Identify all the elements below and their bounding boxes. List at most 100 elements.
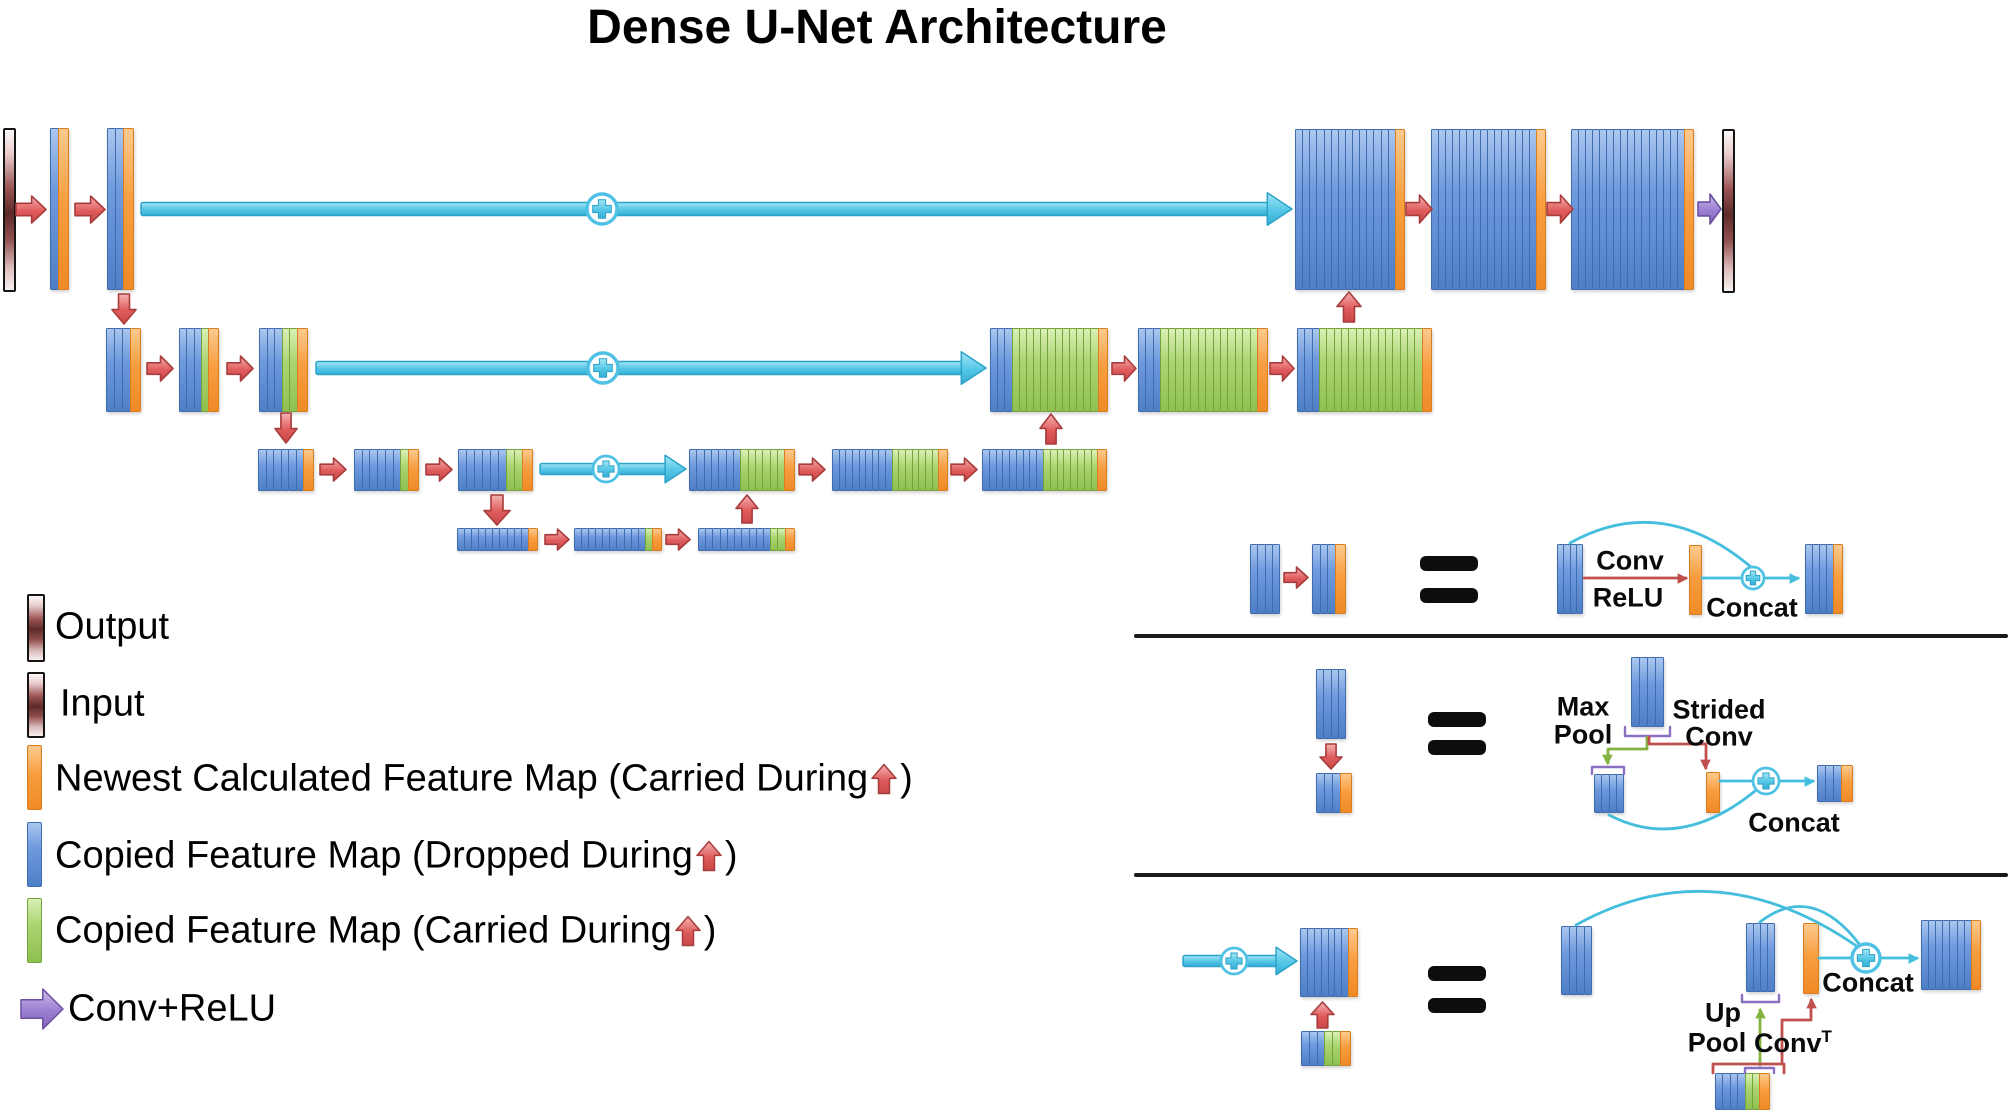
blue-stripe	[1337, 669, 1346, 739]
equals-sign-bar	[1428, 712, 1486, 727]
orange-stripe	[784, 528, 796, 551]
feature-map-block-r4-b2	[574, 528, 663, 551]
orange-stripe	[1348, 928, 1359, 997]
feature-map-block-p2-right-out	[1817, 765, 1853, 802]
orange-stripe	[1832, 544, 1844, 614]
feature-map-block-r2-dec3	[1297, 328, 1433, 412]
feature-map-block-p1-right-out	[1805, 544, 1844, 614]
output-bar	[1722, 129, 1735, 293]
feature-map-block-p2-left-top	[1316, 669, 1346, 739]
legend-label-text: Copied Feature Map (Dropped During	[55, 834, 693, 877]
panel-separator	[1134, 634, 2008, 638]
feature-map-block-r2-enc3	[259, 328, 308, 412]
legend-copied-carried-label: Copied Feature Map (Carried During )	[55, 910, 716, 953]
feature-map-block-r3-enc2	[354, 449, 419, 491]
feature-map-block-r1-dec1	[1295, 129, 1406, 290]
op-label: Concat	[1748, 807, 1840, 838]
orange-stripe	[407, 449, 419, 491]
op-label: Pool	[1553, 719, 1613, 750]
op-label: Conv	[1685, 721, 1753, 752]
feature-map-block-p3-left-result	[1300, 928, 1359, 997]
equals-sign-bar	[1420, 588, 1478, 603]
orange-stripe	[1335, 544, 1347, 614]
legend-label-text: )	[724, 834, 738, 877]
feature-map-block-r4-b3	[698, 528, 796, 551]
feature-map-block-p3-left-lower	[1301, 1031, 1351, 1066]
feature-map-block-p3-right-out	[1921, 920, 1982, 990]
blue-stripe	[1271, 544, 1280, 614]
legend-label-text: Input	[60, 682, 145, 725]
feature-map-block-r3-enc3	[458, 449, 534, 491]
feature-map-block-r2-enc2	[179, 328, 220, 412]
up-arrow-icon	[696, 840, 722, 872]
orange-stripe	[303, 449, 314, 491]
legend-label-text: Copied Feature Map (Carried During	[55, 909, 672, 952]
orange-stripe	[1097, 449, 1108, 491]
orange-stripe	[129, 328, 141, 412]
legend-newest-feature-map-swatch	[27, 745, 42, 810]
orange-stripe	[1097, 328, 1108, 412]
orange-stripe	[784, 449, 796, 491]
legend-conv-relu-label: Conv+ReLU	[68, 988, 276, 1031]
legend-conv-relu-swatch	[20, 988, 64, 1030]
feature-map-block-r2-dec2	[1138, 328, 1268, 412]
orange-stripe	[57, 128, 69, 290]
legend-label-text: )	[900, 757, 913, 800]
orange-stripe	[1536, 129, 1547, 290]
feature-map-block-r2-dec1	[990, 328, 1108, 412]
equals-sign-bar	[1428, 740, 1486, 755]
op-label-sup: T	[1821, 1027, 1832, 1046]
equals-sign-bar	[1420, 556, 1478, 571]
orange-stripe	[1421, 328, 1433, 412]
input-bar	[3, 128, 16, 292]
up-arrow-icon	[871, 763, 897, 795]
legend-output-label: Output	[55, 606, 169, 649]
feature-map-block-p1-left-out	[1312, 544, 1347, 614]
legend-newest-feature-map-label: Newest Calculated Feature Map (Carried D…	[55, 758, 913, 801]
op-label: Concat	[1706, 592, 1798, 623]
feature-map-block-p2-left-bottom	[1316, 773, 1352, 813]
page-title: Dense U-Net Architecture	[587, 1, 1167, 54]
orange-stripe	[1970, 920, 1982, 990]
feature-map-block-r1-dec2	[1431, 129, 1547, 290]
legend-input-swatch	[27, 672, 45, 738]
orange-stripe	[208, 328, 220, 412]
orange-stripe	[1683, 129, 1694, 290]
legend-input-label: Input	[60, 683, 145, 726]
up-arrow-icon	[674, 915, 701, 947]
orange-stripe	[297, 328, 308, 412]
op-label: Conv	[1596, 545, 1664, 576]
feature-map-block-r1-dec3	[1571, 129, 1694, 290]
op-label: ReLU	[1592, 582, 1664, 613]
legend-copied-dropped-label: Copied Feature Map (Dropped During )	[55, 835, 738, 878]
feature-map-block-p3-right-skip	[1561, 926, 1592, 995]
panel-separator	[1134, 873, 2008, 877]
feature-map-block-r2-enc1	[106, 328, 141, 412]
op-label: ConvT	[1754, 1027, 1832, 1058]
legend-copied-dropped-swatch	[27, 822, 42, 887]
orange-stripe	[1841, 765, 1853, 802]
legend-output-swatch	[27, 594, 45, 662]
feature-map-block-p1-left-in	[1250, 544, 1280, 614]
orange-stripe	[122, 128, 134, 290]
orange-stripe	[651, 528, 663, 551]
legend-label-text: )	[703, 909, 717, 952]
feature-map-block-r3-dec1	[689, 449, 796, 491]
legend-label-text: Conv+ReLU	[68, 987, 277, 1030]
legend-label-text: Output	[55, 605, 170, 648]
feature-map-block-r3-dec2	[832, 449, 948, 491]
orange-stripe	[527, 528, 538, 551]
equals-sign-bar	[1428, 998, 1486, 1013]
conv-relu-arrow-icon	[20, 988, 64, 1030]
orange-stripe	[1394, 129, 1406, 290]
feature-map-block-r1-enc1	[50, 128, 69, 290]
op-label: Concat	[1822, 967, 1914, 998]
feature-map-block-r3-dec3	[982, 449, 1108, 491]
equals-sign-bar	[1428, 966, 1486, 981]
op-label: Strided	[1672, 694, 1766, 725]
feature-map-block-p3-right-uppooled	[1746, 923, 1775, 992]
feature-map-block-r3-enc1	[258, 449, 314, 491]
